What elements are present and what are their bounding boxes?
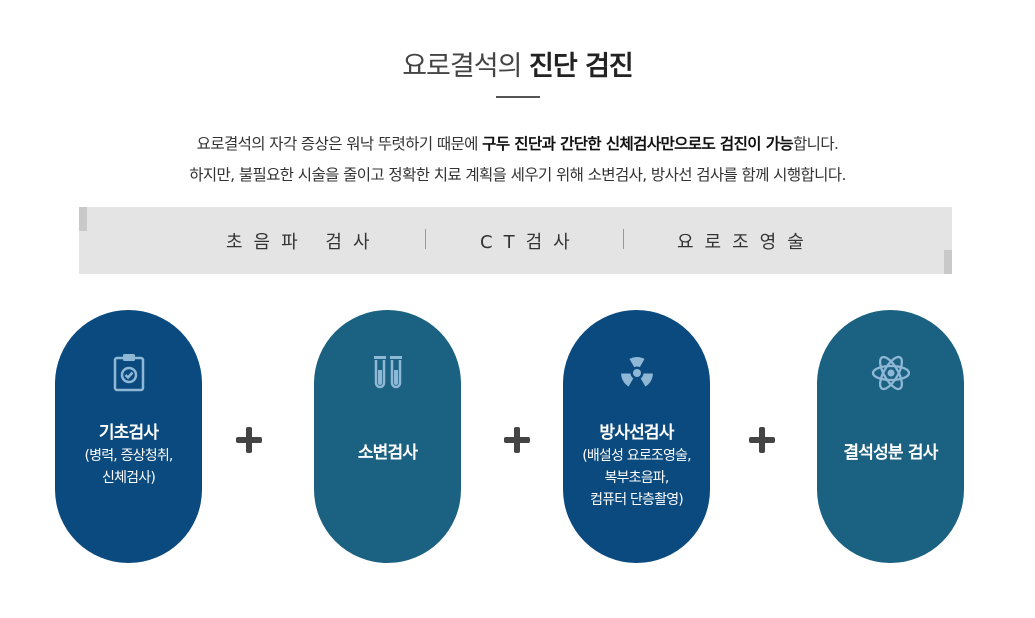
title-divider (496, 96, 540, 98)
radiation-icon (617, 352, 657, 394)
exam-separator (623, 229, 624, 249)
plus-icon (749, 427, 775, 453)
clipboard-check-icon (109, 352, 149, 394)
bar-edge-right (944, 250, 952, 274)
plus-icon (504, 427, 530, 453)
step-detail: (배설성 요로조영술, 복부초음파, 컴퓨터 단층촬영) (563, 445, 710, 511)
step-detail-line: 컴퓨터 단층촬영) (590, 492, 684, 508)
plus-icon (236, 427, 262, 453)
page-title: 요로결석의 진단 검진 (0, 44, 1035, 83)
description-text-end: 합니다. (793, 135, 839, 153)
step-detail-line: (병력, 증상청취, (84, 448, 173, 464)
description-line-1: 요로결석의 자각 증상은 워낙 뚜렷하기 때문에 구두 진단과 간단한 신체검사… (0, 132, 1035, 154)
page-title-bold: 진단 검진 (529, 51, 634, 82)
step-label: 소변검사 (357, 443, 418, 463)
step-basic-exam: 기초검사 (병력, 증상청취, 신체검사) (55, 310, 202, 563)
description-emphasis: 구두 진단과 간단한 신체검사만으로도 검진이 가능 (482, 135, 794, 153)
step-label: 방사선검사 (599, 423, 674, 443)
exam-item-urography: 요로조영술 (677, 232, 815, 253)
step-detail-line: 복부초음파, (604, 470, 669, 486)
step-detail-line: (배설성 요로조영술, (582, 448, 691, 464)
exam-item-ct: CT검사 (480, 232, 581, 253)
exam-separator (425, 229, 426, 249)
step-detail: (병력, 증상청취, 신체검사) (55, 445, 202, 489)
step-label: 결석성분 검사 (843, 443, 938, 463)
step-label: 기초검사 (98, 423, 159, 443)
page-title-light: 요로결석의 (402, 51, 522, 82)
atom-icon (871, 352, 911, 394)
step-detail-line: 신체검사) (102, 470, 156, 486)
exam-item-ultrasound: 초음파 검사 (226, 232, 381, 253)
step-radiology-exam: 방사선검사 (배설성 요로조영술, 복부초음파, 컴퓨터 단층촬영) (563, 310, 710, 563)
bar-edge-left (79, 207, 87, 231)
step-stone-analysis: 결석성분 검사 (817, 310, 964, 563)
step-urine-test: 소변검사 (314, 310, 461, 563)
exam-types-bar: 초음파 검사 CT검사 요로조영술 (79, 207, 952, 274)
description-line-2: 하지만, 불필요한 시술을 줄이고 정확한 치료 계획을 세우기 위해 소변검사… (189, 166, 846, 184)
test-tubes-icon (368, 352, 408, 394)
description-text: 요로결석의 자각 증상은 워낙 뚜렷하기 때문에 (196, 135, 479, 153)
